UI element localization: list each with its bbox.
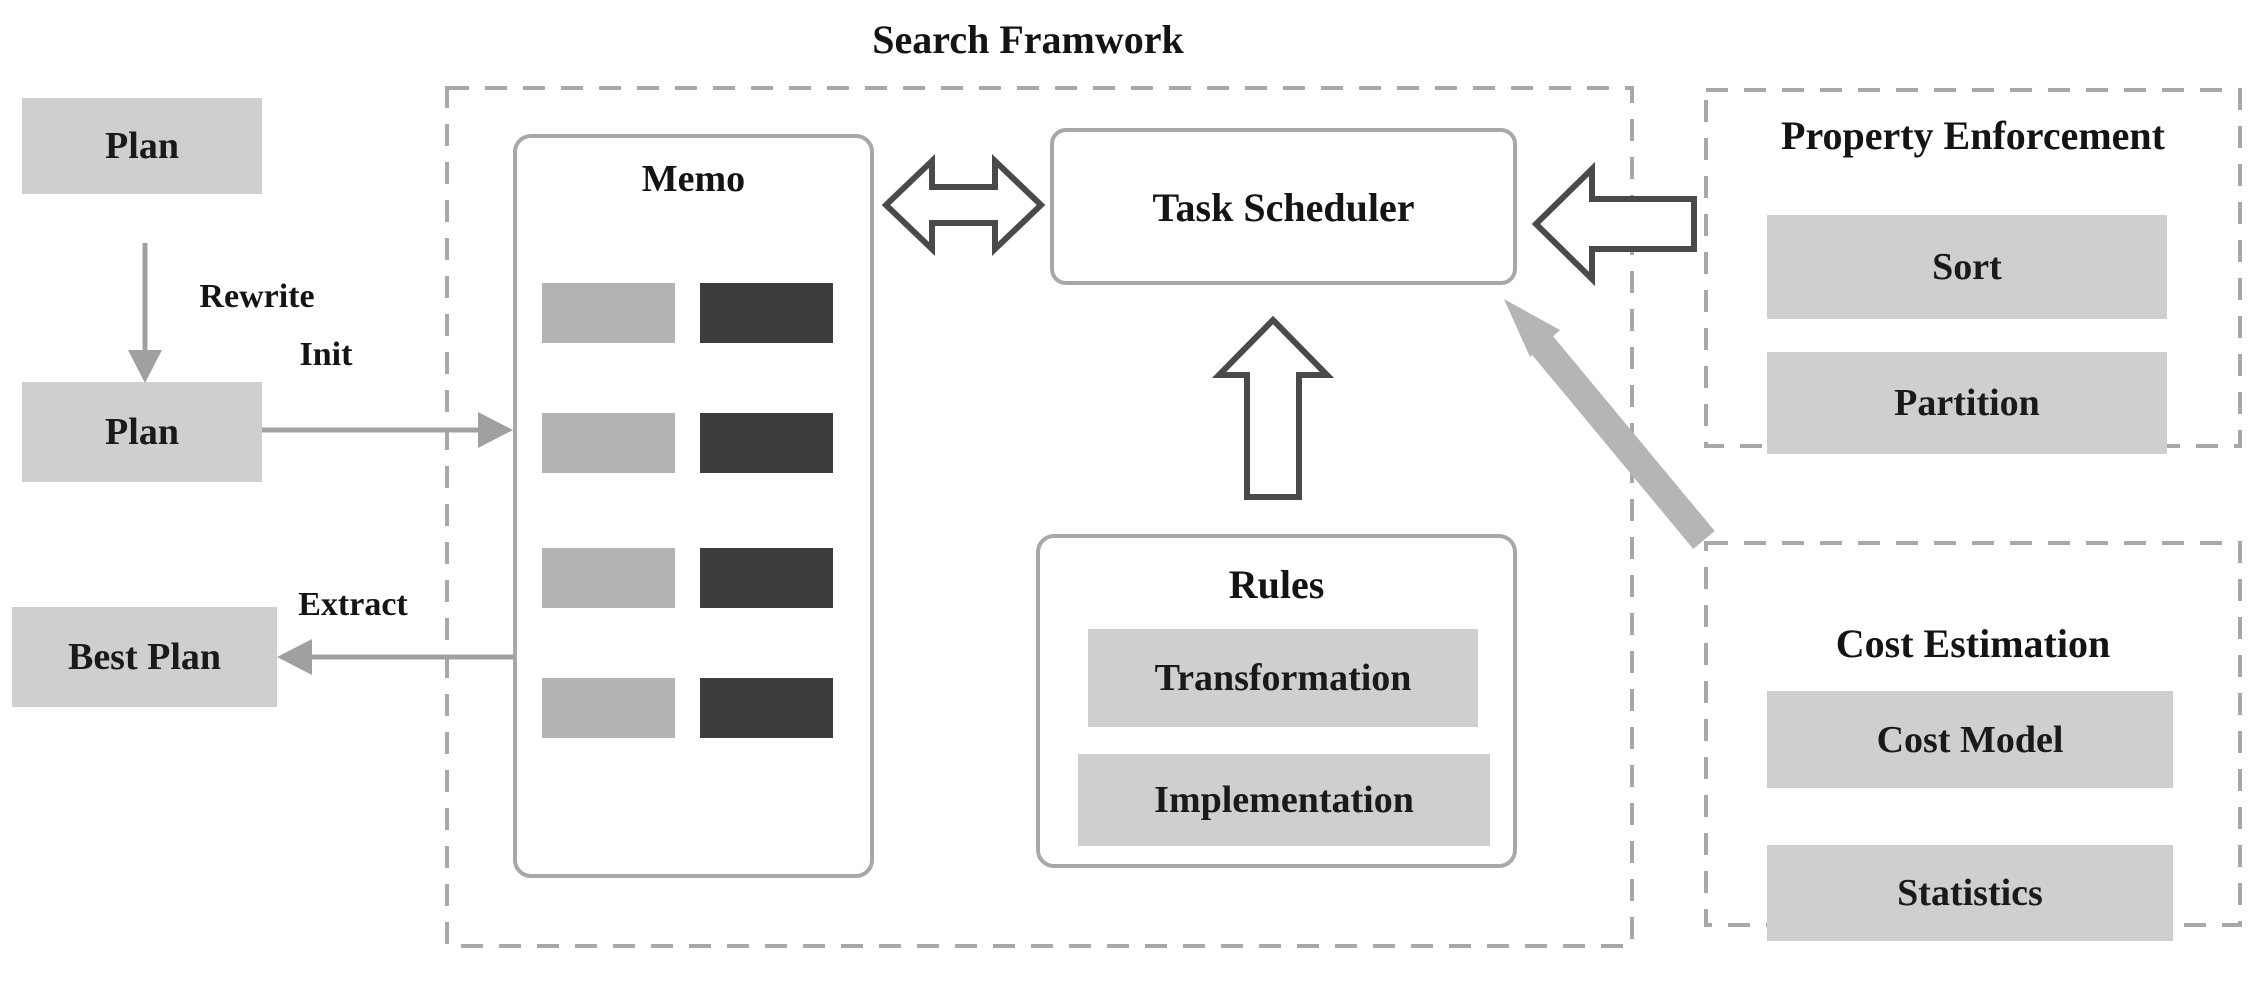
property-scheduler-left-arrow	[1531, 161, 1697, 287]
cost-scheduler-diagonal-arrow	[1504, 299, 1715, 549]
memo-cell-dark[interactable]	[700, 413, 833, 473]
memo-cell-dark[interactable]	[700, 678, 833, 738]
rewrite-arrow	[128, 243, 162, 383]
memo-cell-light[interactable]	[542, 413, 675, 473]
memo-cell-light[interactable]	[542, 548, 675, 608]
best-plan-box[interactable]: Best Plan	[12, 607, 277, 707]
memo-cell-light[interactable]	[542, 678, 675, 738]
plan-box-top[interactable]: Plan	[22, 98, 262, 194]
rules-title: Rules	[1228, 561, 1325, 607]
rules-scheduler-up-arrow	[1211, 315, 1335, 500]
property-enforcement-item-partition[interactable]: Partition	[1767, 352, 2167, 454]
property-enforcement-title: Property Enforcement	[1781, 112, 2165, 158]
task-scheduler-title: Task Scheduler	[1152, 184, 1415, 230]
cost-estimation-item-statistics[interactable]: Statistics	[1767, 845, 2173, 941]
memo-cell-light[interactable]	[542, 283, 675, 343]
search-framework-dashed-border	[445, 86, 1634, 948]
cost-estimation-item-cost-model[interactable]: Cost Model	[1767, 691, 2173, 788]
plan-box-bottom[interactable]: Plan	[22, 382, 262, 482]
rewrite-label: Rewrite	[199, 278, 315, 315]
memo-panel-border	[513, 134, 874, 878]
diagram-title: Search Framwork	[872, 16, 1184, 62]
init-label: Init	[299, 336, 353, 373]
memo-scheduler-bidirectional-arrow	[881, 153, 1046, 257]
extract-label: Extract	[298, 586, 408, 623]
property-enforcement-item-sort[interactable]: Sort	[1767, 215, 2167, 319]
init-arrow	[262, 412, 513, 448]
task-scheduler-panel-border	[1050, 128, 1517, 285]
rules-item-implementation[interactable]: Implementation	[1078, 754, 1490, 846]
rules-item-transformation[interactable]: Transformation	[1088, 629, 1478, 727]
extract-arrow	[277, 639, 515, 675]
cost-estimation-title: Cost Estimation	[1835, 620, 2111, 666]
memo-title: Memo	[641, 158, 746, 200]
memo-cell-dark[interactable]	[700, 283, 833, 343]
memo-cell-dark[interactable]	[700, 548, 833, 608]
